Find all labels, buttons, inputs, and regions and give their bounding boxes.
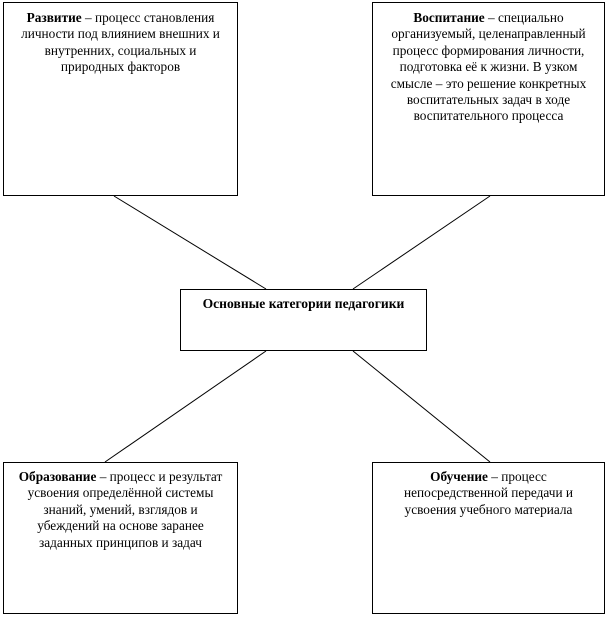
development-definition: – процесс становления личности под влиян… — [21, 10, 220, 75]
upbringing-definition: – специально организуемый, целенаправлен… — [390, 10, 587, 124]
center-box: Основные категории педагогики — [180, 289, 427, 351]
education-term: Образование — [18, 469, 97, 484]
center-title: Основные категории педагогики — [202, 296, 405, 311]
connector-upbringing — [352, 195, 491, 290]
upbringing-term: Воспитание — [413, 10, 485, 25]
learning-definition: – процесс непосредственной передачи и ус… — [403, 469, 574, 517]
learning-box: Обучение – процесс непосредственной пере… — [372, 462, 605, 614]
connector-education — [104, 350, 267, 463]
education-definition: – процесс и результат усвоения определён… — [27, 469, 223, 550]
learning-term: Обучение — [430, 469, 488, 484]
upbringing-box: Воспитание – специально организуемый, це… — [372, 2, 605, 196]
connector-learning — [352, 350, 491, 463]
education-box: Образование – процесс и результат усвоен… — [3, 462, 238, 614]
connector-development — [113, 195, 267, 290]
development-box: Развитие – процесс становления личности … — [3, 2, 238, 196]
development-term: Развитие — [26, 10, 82, 25]
